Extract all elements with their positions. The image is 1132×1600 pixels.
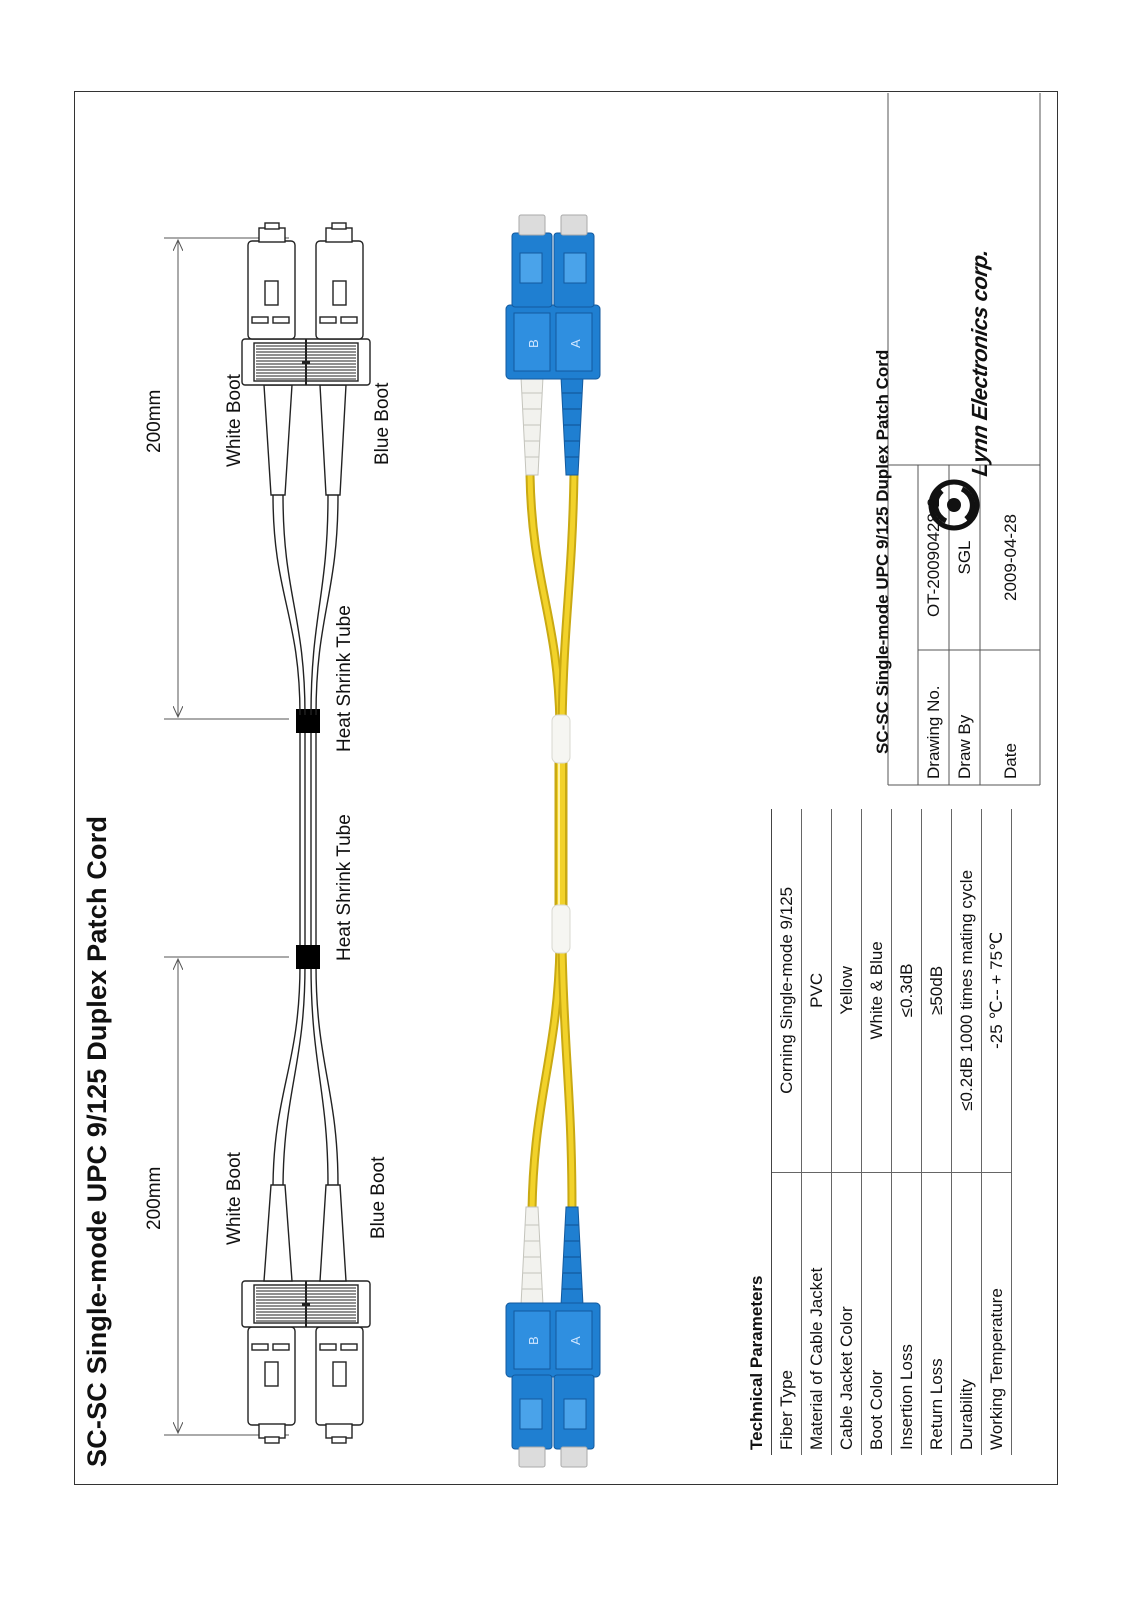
table-row: Working Temperature-25 ℃-- + 75℃ [981, 809, 1012, 1455]
dimension-label-right: 200mm [144, 389, 165, 453]
company-logo-icon [928, 479, 980, 531]
company-name: Lynn Electronics corp. [967, 248, 992, 478]
photo-mark-b-right: B [526, 339, 541, 348]
photo-heat-shrink-left [551, 904, 571, 954]
date-label: Date [1001, 743, 1020, 779]
draw-by-value: SGL [955, 540, 974, 575]
heat-shrink-label-left: Heat Shrink Tube [334, 814, 355, 961]
table-row: Durability≤0.2dB 1000 times mating cycle [951, 809, 982, 1455]
photo-heat-shrink-right [551, 714, 571, 764]
param-label: Return Loss [921, 1172, 952, 1455]
clip-grille-right [256, 339, 356, 385]
heat-shrink-label-right: Heat Shrink Tube [334, 605, 355, 752]
drawing-no-value: OT-20090428-2 [924, 497, 943, 618]
photo-mark-a-right: A [568, 339, 583, 348]
drawing-svg: B A B A [164, 93, 1041, 1468]
param-label: Durability [951, 1172, 982, 1455]
blue-boot-label-right: Blue Boot [372, 382, 393, 465]
photo-cable-left [527, 940, 577, 1215]
draw-by-label: Draw By [955, 714, 974, 779]
param-value: ≤0.2dB 1000 times mating cycle [951, 809, 982, 1173]
clip-grille-left [256, 1281, 356, 1327]
heat-shrink-right [296, 709, 320, 733]
param-value: Corning Single-mode 9/125 [771, 809, 802, 1173]
table-row: Return Loss≥50dB [921, 809, 952, 1455]
photo-connector-left [505, 1206, 601, 1468]
photo-cable-right [525, 470, 579, 730]
param-value: White & Blue [861, 809, 892, 1173]
param-label: Boot Color [861, 1172, 892, 1455]
photo-mark-b-left: B [526, 1336, 541, 1345]
table-header-row: Technical Parameters [742, 809, 772, 1455]
white-boot-label-right: White Boot [224, 374, 245, 467]
param-label: Fiber Type [771, 1172, 802, 1455]
title-block-title: SC-SC Single-mode UPC 9/125 Duplex Patch… [873, 349, 892, 754]
cable-drawing-center [299, 715, 317, 965]
white-boot-label-left: White Boot [224, 1152, 245, 1245]
param-value: Yellow [831, 809, 862, 1173]
technical-parameters-heading: Technical Parameters [742, 809, 772, 1455]
drawing-no-label: Drawing No. [924, 685, 943, 779]
param-label: Cable Jacket Color [831, 1172, 862, 1455]
blue-boot-label-left: Blue Boot [368, 1156, 389, 1239]
photo-connector-right [505, 214, 601, 476]
title-block-lines [887, 93, 1041, 786]
date-value: 2009-04-28 [1001, 514, 1020, 601]
table-row: Insertion Loss≤0.3dB [891, 809, 922, 1455]
param-value: ≤0.3dB [891, 809, 922, 1173]
heat-shrink-left [296, 945, 320, 969]
param-label: Insertion Loss [891, 1172, 922, 1455]
drawing-sheet: SC-SC Single-mode UPC 9/125 Duplex Patch… [74, 91, 1058, 1485]
param-value: ≥50dB [921, 809, 952, 1173]
connector-drawing-left [241, 964, 371, 1444]
photo-mark-a-left: A [568, 1336, 583, 1345]
param-label: Material of Cable Jacket [801, 1172, 832, 1455]
param-value: -25 ℃-- + 75℃ [981, 809, 1012, 1173]
dimension-label-left: 200mm [144, 1166, 165, 1230]
param-value: PVC [801, 809, 832, 1173]
dimension-right [164, 237, 289, 720]
param-label: Working Temperature [981, 1172, 1012, 1455]
